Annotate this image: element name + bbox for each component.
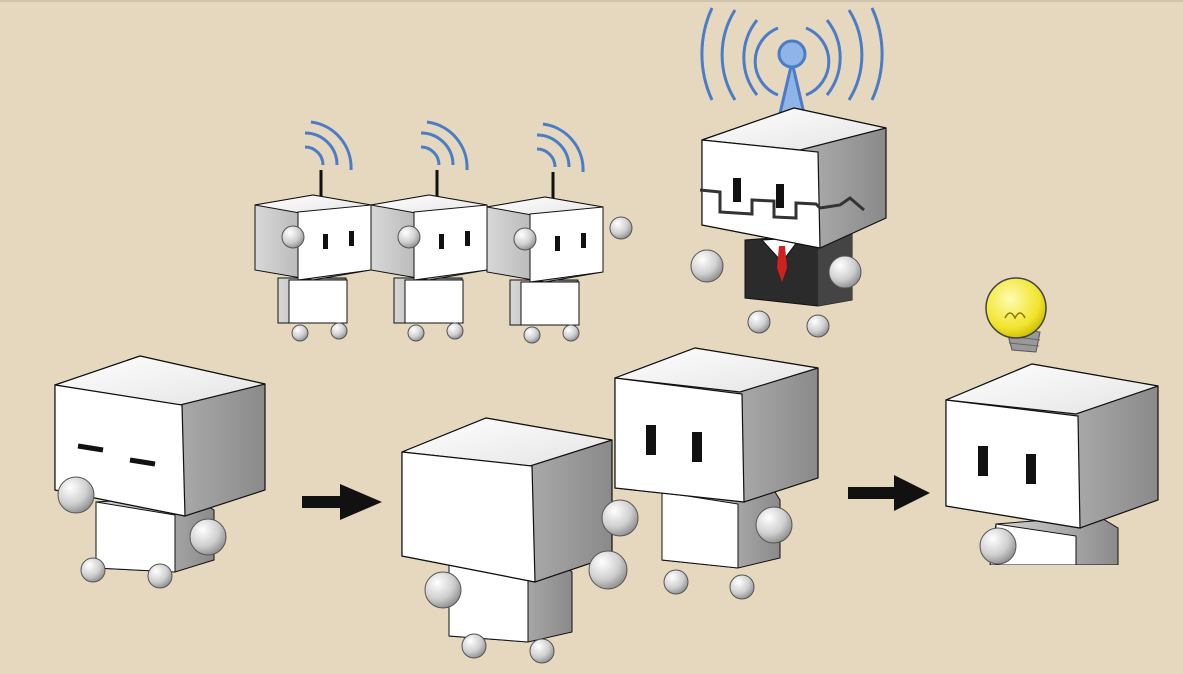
boss-robot — [690, 7, 887, 338]
robot-sleepy — [54, 355, 266, 589]
right-arrow-icon — [848, 475, 930, 511]
small-robot-2 — [370, 120, 488, 342]
wifi-waves-icon — [420, 120, 469, 171]
wifi-waves-icon — [304, 120, 353, 171]
wifi-waves-icon — [536, 122, 585, 173]
small-robot-1 — [254, 120, 372, 342]
small-robot-3 — [486, 122, 633, 344]
right-arrow-icon — [302, 484, 382, 520]
lightbulb-icon — [985, 277, 1047, 353]
robot-faceless-front — [401, 417, 639, 664]
broadcast-tower-icon — [700, 7, 884, 124]
top-border — [0, 0, 1183, 2]
robot-idea — [945, 277, 1159, 575]
robot-awake-back — [614, 347, 819, 600]
